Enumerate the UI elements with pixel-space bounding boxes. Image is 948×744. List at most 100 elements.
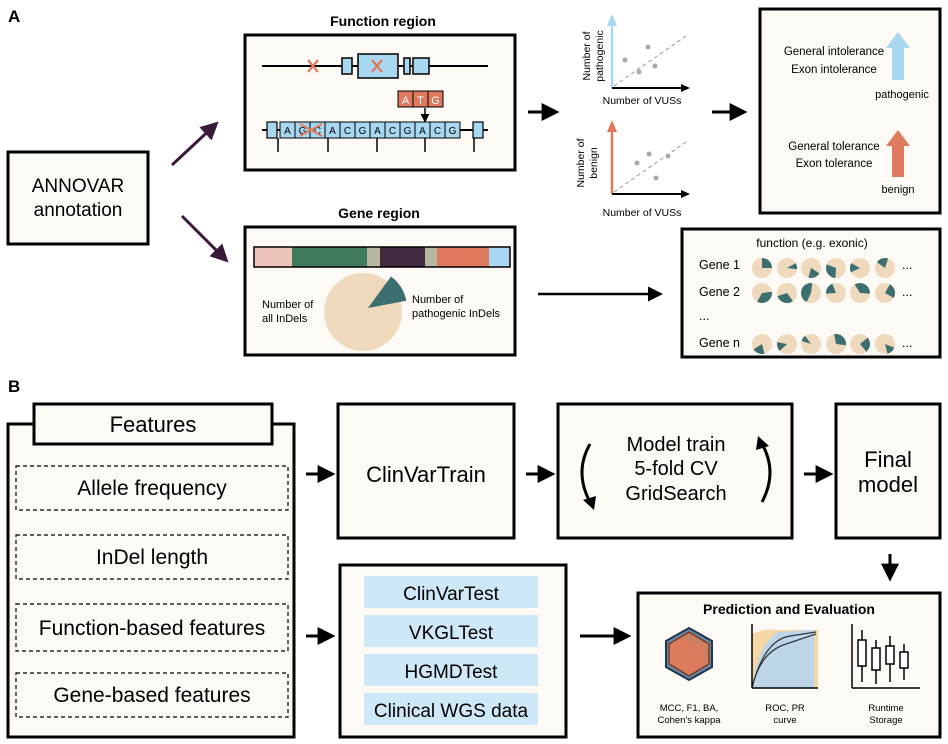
- mini-pie: [850, 334, 870, 354]
- mini-pie: [777, 334, 797, 354]
- pathogenic-arrow-icon: [886, 32, 910, 80]
- mini-pie: [825, 258, 846, 278]
- roc-label-2: curve: [773, 715, 796, 726]
- feature-function-based: [15, 603, 289, 652]
- test-set-hgmdtest: [364, 654, 538, 686]
- gene-color-bar: [253, 246, 511, 268]
- gene-1-label: Gene 1: [699, 258, 740, 272]
- metrics-label-2: Cohen's kappa: [657, 715, 721, 726]
- row-2-ellipsis: ...: [902, 285, 912, 299]
- pie-slice-pathogenic-indels: [368, 276, 407, 308]
- mini-pie: [777, 283, 797, 303]
- pathogenic-indels-label-1: Number of: [412, 294, 464, 306]
- svg-text:A: A: [284, 126, 291, 137]
- mini-pie: [752, 258, 772, 278]
- panel-b-label: B: [8, 377, 20, 396]
- benign-label: benign: [881, 184, 914, 196]
- pathogenic-label: pathogenic: [875, 89, 929, 101]
- svg-text:C: C: [314, 126, 321, 137]
- mini-pie: [801, 258, 821, 278]
- svg-text:G: G: [359, 126, 367, 137]
- test-set-clinical-wgs-label: Clinical WGS data: [374, 701, 529, 722]
- mini-pie: [752, 334, 772, 354]
- gene-mini-pies: [752, 258, 895, 354]
- gene-table-header: function (e.g. exonic): [756, 236, 867, 250]
- tolerance-summary-box: [758, 7, 942, 215]
- radar-chart-icon: [665, 626, 713, 682]
- annovar-line2: annotation: [34, 200, 123, 221]
- cycle-arrows-icon: [580, 436, 772, 510]
- svg-text:A: A: [329, 126, 336, 137]
- model-train-line2: 5-fold CV: [634, 458, 718, 480]
- annovar-box: [6, 150, 150, 246]
- deletion-marks-icon: [307, 59, 383, 73]
- tolerance-line2: Exon tolerance: [796, 158, 873, 170]
- svg-text:C: C: [389, 126, 396, 137]
- svg-text:A: A: [374, 126, 381, 137]
- svg-text:C: C: [344, 126, 351, 137]
- all-indels-label-2: all InDels: [262, 313, 308, 325]
- exon-1: [341, 57, 353, 75]
- test-set-vkgltest-label: VKGLTest: [409, 623, 494, 644]
- mini-pie: [850, 258, 870, 278]
- mini-pie: [850, 282, 871, 303]
- pathogenic-ylabel-2: pathogenic: [594, 30, 606, 81]
- runtime-boxplot-icon: [851, 624, 920, 689]
- mini-pie: [800, 283, 821, 303]
- final-model-line1: Final: [864, 447, 912, 472]
- svg-text:T: T: [417, 95, 424, 107]
- dna-sequence: A G C A C G A C G A C G: [279, 121, 461, 139]
- test-set-clinvartest: [364, 576, 538, 608]
- svg-text:G: G: [431, 95, 440, 107]
- benign-scatter-plot: [607, 120, 690, 198]
- clinvartrain-box: [336, 402, 516, 540]
- features-title: Features: [110, 412, 197, 437]
- pathogenic-indels-label-2: pathogenic InDels: [412, 308, 501, 320]
- tolerance-line1: General tolerance: [788, 141, 879, 153]
- final-model-box: [834, 402, 942, 540]
- features-title-box: [32, 402, 274, 446]
- model-train-line3: GridSearch: [625, 483, 726, 505]
- pathogenic-scatter-plot: [607, 14, 690, 92]
- runtime-label-1: Runtime: [868, 703, 903, 714]
- svg-text:G: G: [449, 126, 457, 137]
- test-set-clinvartest-label: ClinVarTest: [403, 584, 499, 605]
- feature-indel-length: [15, 534, 289, 580]
- final-model-line2: model: [858, 472, 918, 497]
- intolerance-line2: Exon intolerance: [791, 64, 877, 76]
- gene-n-label: Gene n: [699, 336, 740, 350]
- feature-gene-based: [15, 672, 289, 718]
- model-train-box: [556, 402, 794, 540]
- test-set-clinical-wgs: [364, 693, 538, 725]
- benign-arrow-icon: [886, 130, 910, 177]
- gene-region-title: Gene region: [338, 205, 420, 221]
- mini-pie: [801, 334, 821, 354]
- roc-curve-icon: [751, 624, 818, 689]
- feature-allele-frequency-label: Allele frequency: [77, 477, 227, 500]
- sequence-ticks: [277, 138, 475, 152]
- mini-pie: [826, 283, 846, 303]
- vertical-ellipsis: ...: [699, 309, 709, 323]
- pathogenic-xlabel: Number of VUSs: [603, 95, 682, 107]
- mini-pie: [752, 283, 772, 304]
- svg-text:A: A: [402, 95, 410, 107]
- feature-allele-frequency: [15, 465, 289, 511]
- roc-label-1: ROC, PR: [765, 703, 805, 714]
- mini-pie: [875, 258, 895, 278]
- exon-3: [403, 57, 411, 75]
- benign-ylabel-1: Number of: [575, 138, 587, 187]
- mini-pie: [875, 283, 895, 303]
- feature-gene-based-label: Gene-based features: [53, 684, 250, 707]
- start-codon: A T G: [397, 90, 444, 108]
- model-train-line1: Model train: [627, 434, 726, 456]
- evaluation-title: Prediction and Evaluation: [703, 601, 875, 617]
- mini-pie: [826, 334, 846, 354]
- metrics-label-1: MCC, F1, BA,: [660, 703, 719, 714]
- svg-text:G: G: [404, 126, 412, 137]
- exon-4: [412, 57, 430, 75]
- mini-pie: [777, 258, 797, 278]
- annovar-line1: ANNOVAR: [32, 176, 125, 197]
- runtime-label-2: Storage: [869, 715, 902, 726]
- pathogenic-ylabel-1: Number of: [581, 31, 593, 80]
